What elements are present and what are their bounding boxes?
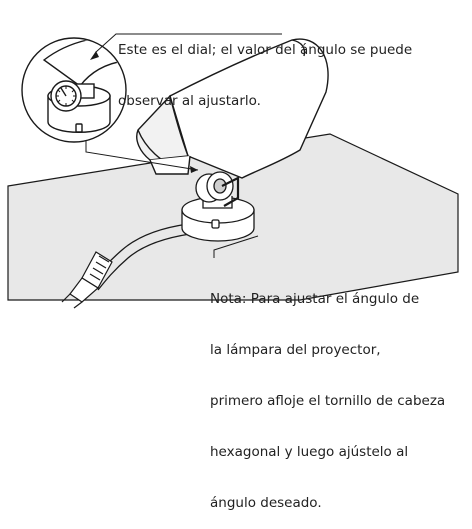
note-line: primero afloje el tornillo de cabeza <box>210 393 446 409</box>
leader-arrowhead <box>190 166 198 173</box>
note-line: ángulo deseado. <box>210 495 322 511</box>
dial-callout: Este es el dial; el valor del ángulo se … <box>118 8 412 127</box>
note-line: la lámpara del proyector, <box>210 342 381 358</box>
lamp-head <box>136 38 329 179</box>
dial-callout-line: Este es el dial; el valor del ángulo se … <box>118 42 413 58</box>
swivel-joint <box>195 171 234 203</box>
note-line: hexagonal y luego ajústelo al <box>210 444 409 460</box>
floodlight-diagram <box>7 33 459 309</box>
leader-arrowhead <box>90 51 99 60</box>
dial-magnifier <box>21 37 127 143</box>
note-line: Nota: Para ajustar el ángulo de <box>210 291 420 307</box>
cable-connector <box>61 251 113 309</box>
mounting-base <box>181 196 255 242</box>
hex-key <box>221 176 240 207</box>
leader-lines <box>85 33 282 258</box>
adjustment-note: Nota: Para ajustar el ángulo de la lámpa… <box>210 257 445 529</box>
dial-callout-line: observar al ajustarlo. <box>118 93 261 109</box>
